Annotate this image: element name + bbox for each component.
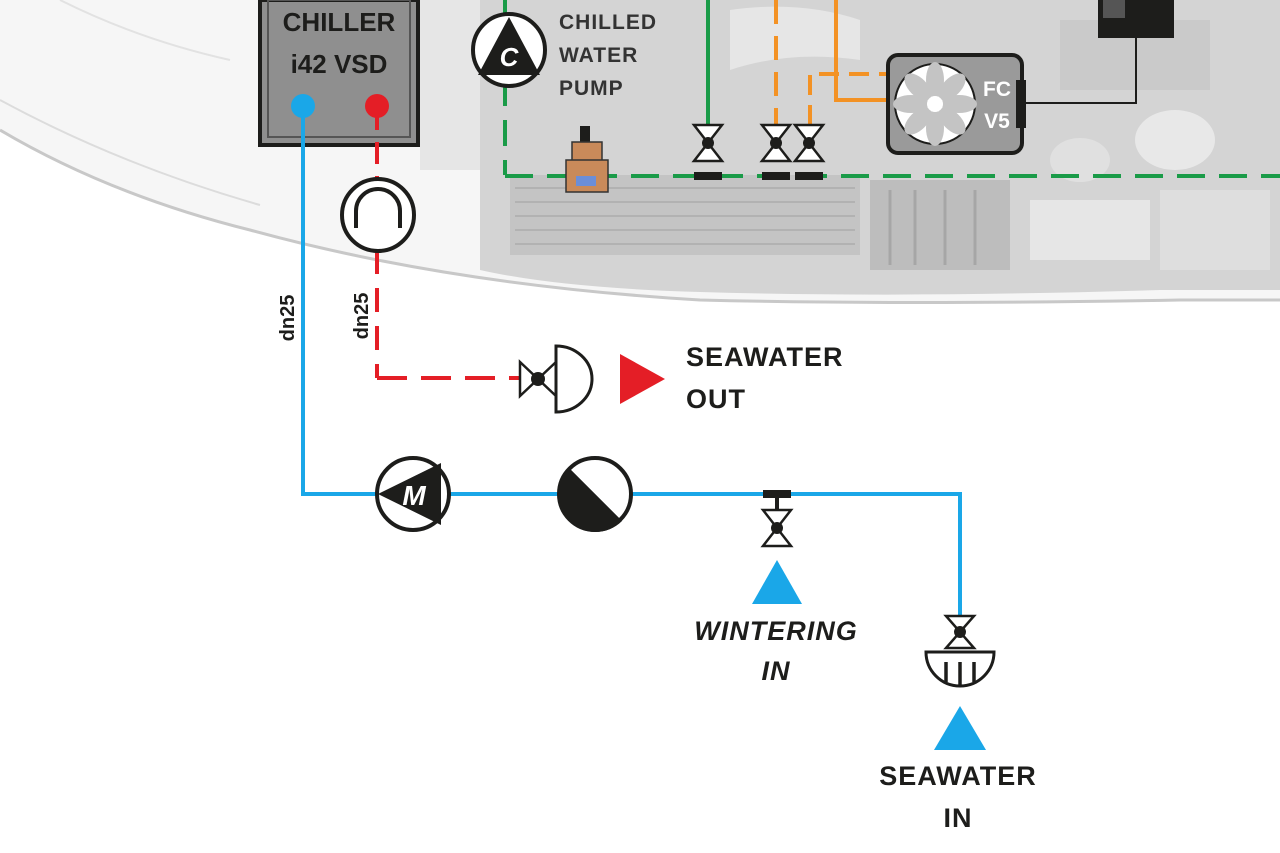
seawater-out-label-line1: SEAWATER	[686, 342, 844, 372]
fan-coil-valve-2-icon	[792, 123, 826, 180]
wintering-in-arrow-icon	[752, 560, 802, 604]
strainer-icon	[340, 177, 416, 253]
wintering-in-label-line2: IN	[762, 656, 791, 686]
seacock-valve-icon	[943, 614, 977, 650]
fan-coil-valve-1-icon	[759, 123, 793, 180]
seawater-outlet-line	[375, 108, 520, 380]
chiller-unit: CHILLER i42 VSD	[258, 0, 420, 147]
chilled-water-valve-1-icon	[691, 123, 725, 180]
chiller-inlet-port	[291, 94, 315, 118]
seawater-in-arrow-icon	[934, 706, 986, 750]
fan-coil-label-line1: FC	[983, 78, 1011, 101]
seawater-pump-letter: M	[402, 480, 426, 511]
fan-coil-unit: FC V5	[886, 53, 1026, 155]
seawater-pump-symbol: M	[375, 456, 451, 532]
overboard-valve-icon	[518, 344, 594, 414]
vessel-background	[0, 0, 1280, 304]
sea-strainer-icon	[557, 456, 633, 532]
chiller-outlet-port	[365, 94, 389, 118]
chilled-water-pump-label-line1: CHILLED	[559, 11, 657, 34]
fan-icon	[893, 62, 977, 146]
seawater-out-label-line2: OUT	[686, 384, 746, 414]
inlet-pipe-size-label: dn25	[277, 295, 299, 342]
refrigerant-lines	[774, 0, 888, 125]
expansion-tank-icon	[565, 126, 609, 193]
chiller-label-line2: i42 VSD	[291, 49, 388, 79]
seawater-intake-icon	[924, 650, 996, 688]
seawater-in-label-line2: IN	[944, 803, 973, 833]
chiller-label-line1: CHILLER	[283, 7, 396, 37]
seawater-out-arrow-icon	[620, 354, 665, 404]
fan-coil-label-line2: V5	[984, 110, 1010, 133]
outlet-pipe-size-label: dn25	[351, 293, 373, 340]
chilled-water-pump-label-line2: WATER	[559, 44, 638, 67]
chilled-water-pump-label: CHILLED WATER PUMP	[559, 11, 657, 100]
chilled-water-pump-letter: C	[500, 42, 520, 72]
chilled-water-pump-label-line3: PUMP	[559, 77, 624, 100]
control-box	[1022, 0, 1174, 104]
seawater-in-label-line1: SEAWATER	[879, 761, 1037, 791]
chilled-water-pump-symbol: C	[471, 12, 547, 88]
wintering-valve-icon	[760, 490, 794, 548]
wintering-in-label-line1: WINTERING	[694, 616, 858, 646]
